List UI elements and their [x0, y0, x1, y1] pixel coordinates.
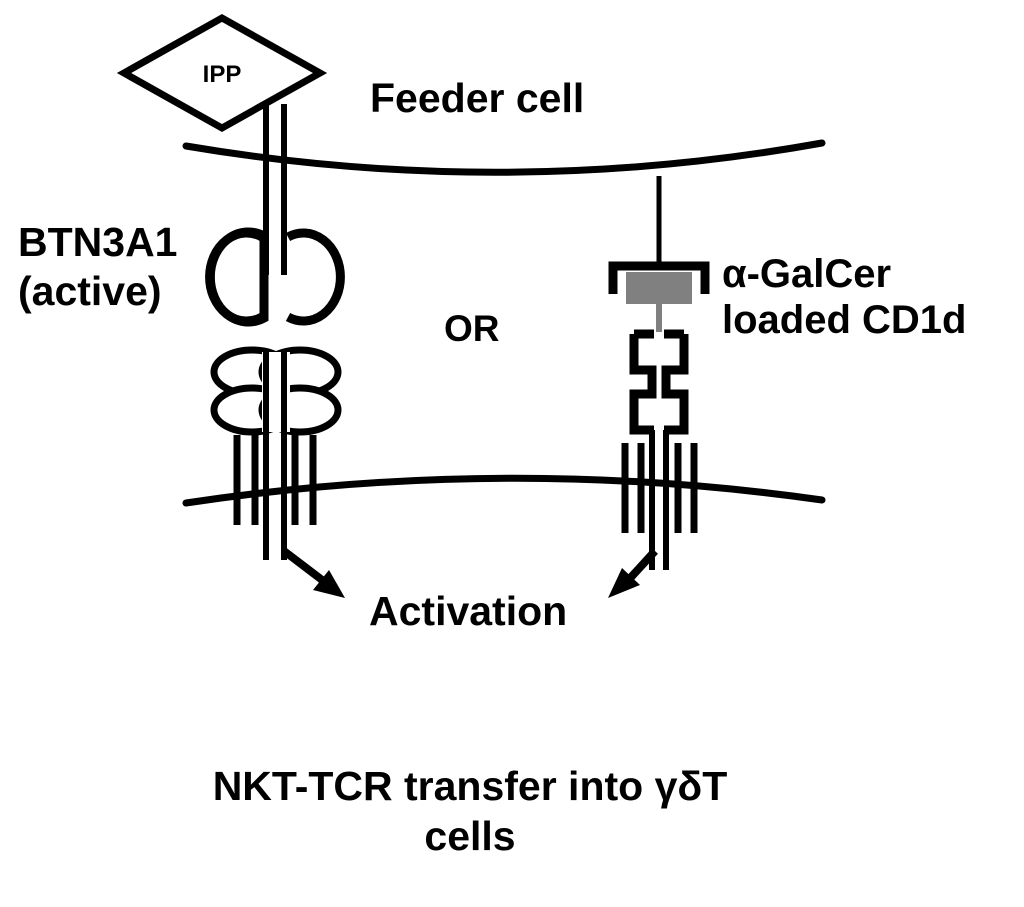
activation-label: Activation — [369, 588, 567, 634]
ipp-label: IPP — [203, 61, 242, 88]
btn3a1-domain-right-outline — [285, 228, 345, 326]
btn3a1-label-line2: (active) — [18, 268, 162, 314]
btn3a1-domain-left-outline — [205, 228, 265, 326]
galcer-label-line2: loaded CD1d — [722, 298, 966, 342]
cd1d-bracket — [608, 261, 710, 294]
galcer-lipid-rectangle — [626, 272, 692, 304]
or-label: OR — [444, 308, 500, 349]
feeder-cell-membrane — [182, 139, 826, 176]
caption-line1: NKT-TCR transfer into γδT — [213, 763, 728, 809]
feeder-cell-label: Feeder cell — [370, 75, 584, 121]
ipp-ligand-diamond — [116, 13, 328, 133]
btn3a1-label-line1: BTN3A1 — [18, 219, 177, 265]
activation-arrow-left — [281, 547, 345, 598]
caption-line2: cells — [424, 813, 515, 859]
activation-arrow-right — [608, 548, 658, 598]
nkt-tcr-domain-upper — [629, 334, 657, 435]
t-cell-membrane — [182, 474, 826, 507]
nkt-tcr-domain-upper-right — [661, 334, 689, 435]
galcer-label-line1: α-GalCer — [722, 252, 891, 296]
